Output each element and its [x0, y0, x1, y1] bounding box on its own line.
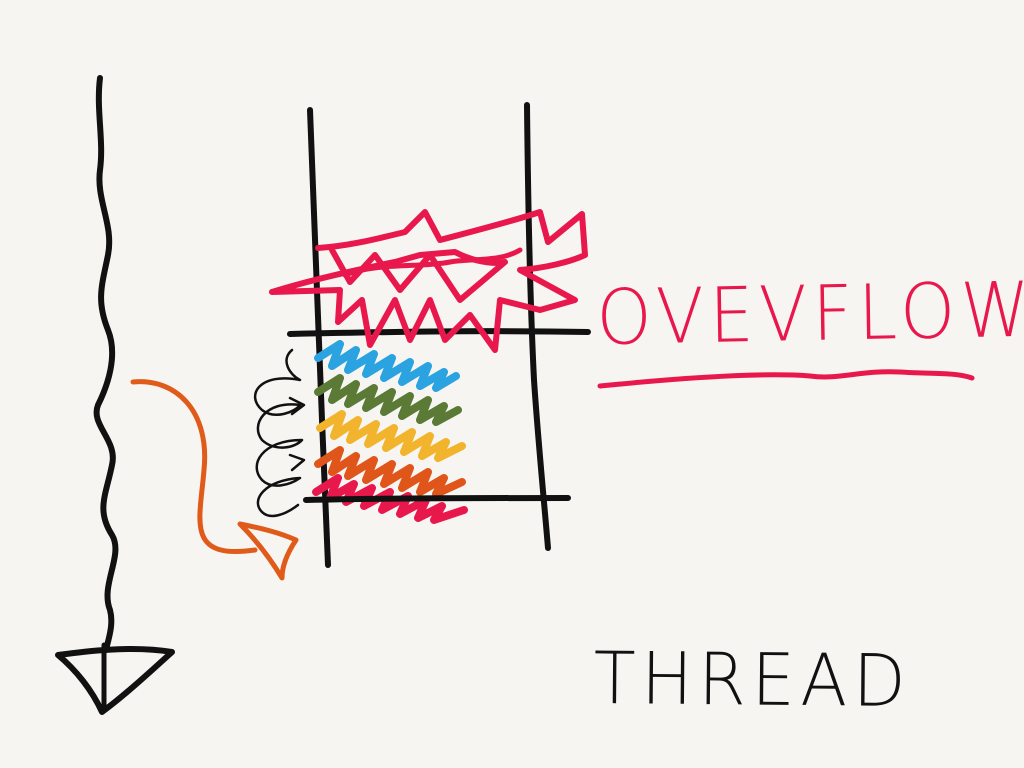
push-arrow-icon	[130, 379, 299, 581]
thread-wavy-arrow-icon	[55, 75, 175, 715]
overflow-label: OVEVFLOW	[595, 264, 1024, 362]
layer-blue	[314, 340, 460, 392]
thread-arrowhead-icon	[55, 646, 175, 715]
stack-left-wall	[307, 107, 331, 568]
stack-boundaries	[287, 328, 591, 503]
stack-right-wall	[524, 102, 551, 551]
incoming-spiral-arrows-icon	[253, 348, 306, 518]
overflow-underline	[597, 369, 975, 389]
stack-frame	[307, 102, 551, 568]
thread-label: THREAD	[593, 636, 912, 723]
thread-line	[93, 75, 119, 653]
overflow-scribble-icon	[269, 209, 588, 353]
layer-green	[314, 374, 462, 426]
layer-yellow	[316, 410, 466, 462]
stack-top-line	[287, 328, 591, 337]
push-arrow-shaft	[130, 379, 258, 554]
stack-layers	[312, 340, 468, 524]
push-arrow-head-icon	[237, 521, 299, 581]
layer-orange	[314, 446, 466, 498]
stack-bottom-line	[303, 495, 571, 503]
